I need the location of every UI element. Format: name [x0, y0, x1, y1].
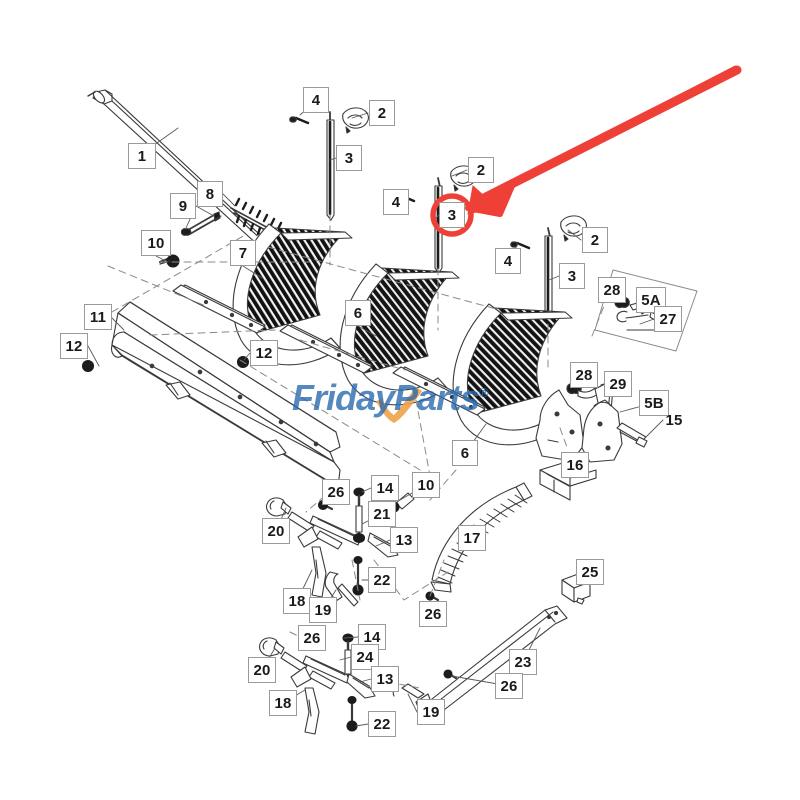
callout-12: 12 [60, 333, 88, 359]
callout-28: 28 [598, 277, 626, 303]
callout-19: 19 [309, 597, 337, 623]
callout-13: 13 [390, 527, 418, 553]
callout-23: 23 [509, 649, 537, 675]
callout-8: 8 [197, 181, 223, 207]
part-6-concave-grate-right [392, 303, 573, 446]
callout-2: 2 [582, 227, 608, 253]
callout-26: 26 [322, 479, 350, 505]
callout-20: 20 [248, 657, 276, 683]
callout-7: 7 [230, 240, 256, 266]
part-9-bolts [180, 211, 222, 236]
callout-4: 4 [495, 248, 521, 274]
callout-5b: 5B [639, 390, 669, 416]
callout-16: 16 [561, 452, 589, 478]
callout-14: 14 [371, 475, 399, 501]
part-11-support-beam [111, 301, 341, 490]
callout-18: 18 [283, 588, 311, 614]
callout-21: 21 [368, 501, 396, 527]
callout-29: 29 [604, 371, 632, 397]
linkage-cluster-lower [259, 633, 425, 735]
callout-18: 18 [269, 690, 297, 716]
callout-27: 27 [654, 306, 682, 332]
callout-26: 26 [495, 673, 523, 699]
part-7-concave-grate [172, 223, 353, 366]
callout-2: 2 [468, 157, 494, 183]
callout-3: 3 [439, 202, 465, 228]
part-1-shaft [87, 89, 269, 251]
callout-6: 6 [452, 440, 478, 466]
part-10-pin-top [158, 254, 180, 268]
callout-22: 22 [368, 567, 396, 593]
callout-26: 26 [419, 601, 447, 627]
part-group-a-hanger [289, 107, 369, 221]
callout-24: 24 [351, 644, 379, 670]
callout-3: 3 [336, 145, 362, 171]
part-group-c-hanger [510, 215, 587, 330]
latch-assembly-lower [535, 382, 648, 463]
callout-4: 4 [303, 87, 329, 113]
callout-19: 19 [417, 699, 445, 725]
callout-22: 22 [368, 711, 396, 737]
callout-3: 3 [559, 263, 585, 289]
callout-9: 9 [170, 193, 196, 219]
callout-15: 15 [665, 411, 683, 429]
callout-1: 1 [128, 143, 156, 169]
callout-2: 2 [369, 100, 395, 126]
callout-10: 10 [412, 472, 440, 498]
callout-28: 28 [570, 362, 598, 388]
callout-13: 13 [371, 666, 399, 692]
callout-20: 20 [262, 518, 290, 544]
callout-12: 12 [250, 340, 278, 366]
callout-26: 26 [298, 625, 326, 651]
part-6-concave-grate-mid [279, 263, 460, 406]
callout-4: 4 [383, 189, 409, 215]
callout-17: 17 [458, 525, 486, 551]
callout-25: 25 [576, 559, 604, 585]
callout-11: 11 [84, 304, 112, 330]
callout-6: 6 [345, 300, 371, 326]
callout-5a: 5A [636, 287, 666, 313]
callout-10: 10 [141, 230, 171, 256]
